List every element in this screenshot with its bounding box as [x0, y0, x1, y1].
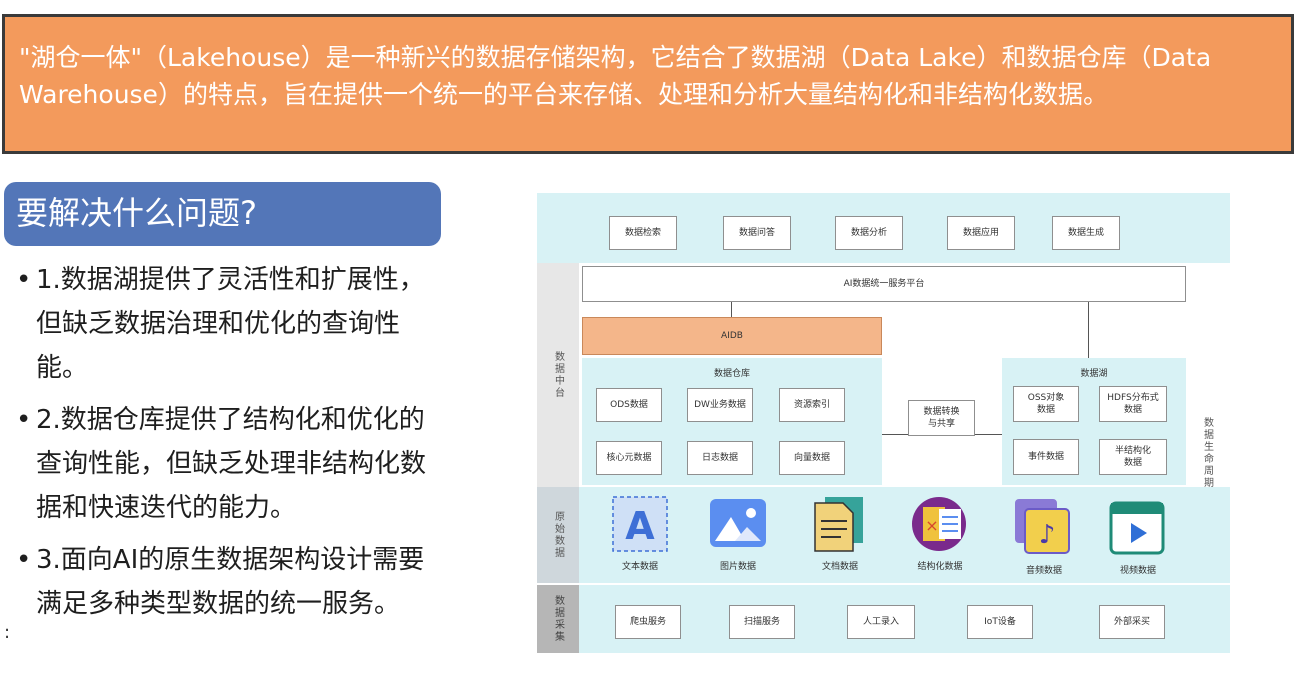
document-icon — [814, 497, 863, 552]
warehouse-item: 向量数据 — [779, 441, 845, 475]
arrow-aidb-up — [731, 302, 732, 317]
video-icon — [1109, 501, 1165, 555]
side-label-raw: 原始数据 — [537, 487, 579, 583]
problem-item-3: 3.面向AI的原生数据架构设计需要满足多种类型数据的统一服务。 — [16, 538, 436, 626]
warehouse-item: 核心元数据 — [596, 441, 662, 475]
aidb-box: AIDB — [582, 317, 882, 355]
warehouse-item: ODS数据 — [596, 388, 662, 422]
raw-type-label: 文档数据 — [821, 562, 858, 572]
unified-platform-box: AI数据统一服务平台 — [582, 266, 1186, 302]
warehouse-item: 资源索引 — [779, 388, 845, 422]
stray-colon: : — [4, 622, 11, 643]
lakehouse-architecture-diagram: 数据中台 原始数据 数据采集 数据生命周期 数据检索 数据问答 数据分析 数据应… — [537, 193, 1230, 653]
spreadsheet-icon: × — [912, 497, 966, 551]
image-icon — [710, 499, 766, 547]
side-label-collect: 数据采集 — [537, 585, 579, 653]
raw-type-label: 结构化数据 — [917, 562, 963, 572]
collection-box: 扫描服务 — [729, 605, 795, 639]
side-label-lifecycle: 数据生命周期 — [1201, 417, 1213, 489]
lake-item: 事件数据 — [1013, 439, 1079, 475]
svg-text:×: × — [925, 516, 938, 535]
service-box: 数据问答 — [723, 216, 791, 250]
service-box: 数据检索 — [609, 216, 677, 250]
audio-icon: ♪ — [1015, 499, 1070, 554]
arrow-exchange-left — [882, 434, 908, 435]
exchange-box: 数据转换 与共享 — [908, 400, 975, 436]
service-box: 数据生成 — [1052, 216, 1120, 250]
collection-box: IoT设备 — [967, 605, 1033, 639]
collection-box: 人工录入 — [847, 605, 915, 639]
raw-type-label: 视频数据 — [1119, 566, 1156, 576]
problem-item-2: 2.数据仓库提供了结构化和优化的查询性能，但缺乏处理非结构化数据和快速迭代的能力… — [16, 398, 436, 530]
warehouse-item: 日志数据 — [687, 441, 753, 475]
problem-item-1: 1.数据湖提供了灵活性和扩展性，但缺乏数据治理和优化的查询性能。 — [16, 258, 436, 390]
collection-box: 爬虫服务 — [615, 605, 681, 639]
lake-item: OSS对象 数据 — [1013, 386, 1079, 422]
side-label-platform: 数据中台 — [537, 263, 579, 487]
arrow-lake-up — [1088, 302, 1089, 358]
raw-type-label: 音频数据 — [1025, 566, 1062, 576]
service-box: 数据分析 — [835, 216, 903, 250]
intro-banner: "湖仓一体"（Lakehouse）是一种新兴的数据存储架构，它结合了数据湖（Da… — [2, 14, 1294, 154]
lake-item: 半结构化 数据 — [1099, 439, 1167, 475]
service-box: 数据应用 — [947, 216, 1015, 250]
text-file-icon: A — [612, 496, 668, 552]
problem-list: 1.数据湖提供了灵活性和扩展性，但缺乏数据治理和优化的查询性能。 2.数据仓库提… — [16, 258, 436, 634]
warehouse-item: DW业务数据 — [687, 388, 753, 422]
raw-type-label: 文本数据 — [621, 562, 658, 572]
lake-title: 数据湖 — [1080, 369, 1108, 379]
svg-text:♪: ♪ — [1039, 520, 1056, 550]
intro-text: "湖仓一体"（Lakehouse）是一种新兴的数据存储架构，它结合了数据湖（Da… — [19, 43, 1212, 109]
question-heading: 要解决什么问题? — [4, 182, 441, 246]
raw-type-label: 图片数据 — [719, 562, 756, 572]
question-heading-text: 要解决什么问题? — [16, 194, 257, 232]
arrow-exchange-right — [975, 434, 1002, 435]
lake-item: HDFS分布式 数据 — [1099, 386, 1167, 422]
collection-box: 外部采买 — [1099, 605, 1165, 639]
warehouse-title: 数据仓库 — [713, 369, 750, 379]
svg-text:A: A — [625, 504, 655, 548]
